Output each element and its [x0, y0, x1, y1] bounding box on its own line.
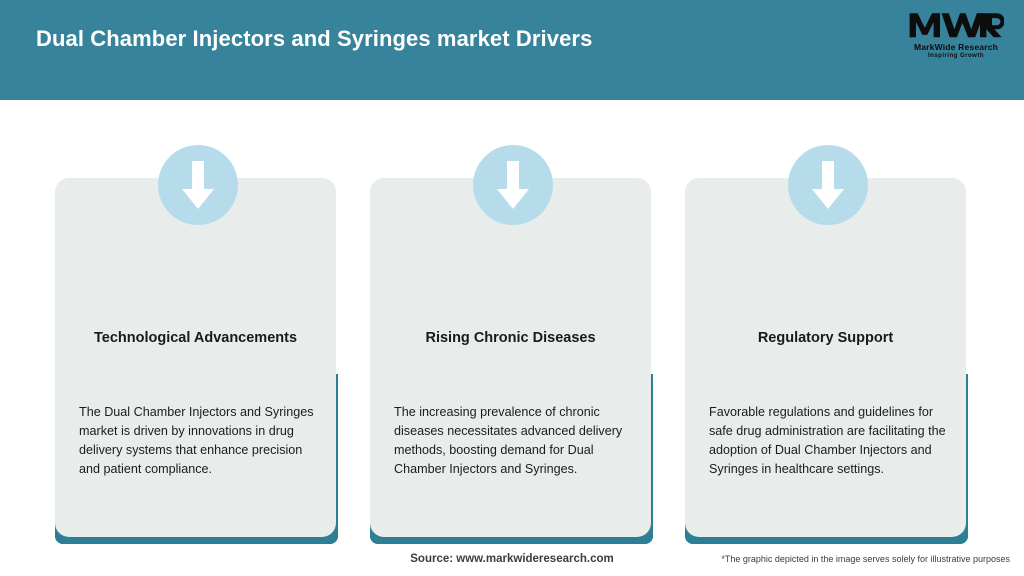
- page-header: Dual Chamber Injectors and Syringes mark…: [0, 0, 1024, 100]
- logo-tagline: Inspiring Growth: [928, 53, 984, 59]
- mwr-logo-icon: [909, 13, 1004, 38]
- source-label: Source: www.markwideresearch.com: [410, 553, 614, 565]
- down-arrow-icon: [787, 145, 868, 225]
- down-arrow-glyph: [496, 161, 529, 209]
- driver-column-3: Regulatory Support Favorable regulations…: [670, 100, 985, 550]
- down-arrow-glyph: [181, 161, 214, 209]
- drivers-stage: Technological Advancements The Dual Cham…: [0, 100, 1024, 576]
- card-title: Rising Chronic Diseases: [425, 330, 596, 346]
- card-title: Regulatory Support: [757, 330, 894, 346]
- disclaimer-note: *The graphic depicted in the image serve…: [721, 554, 1010, 564]
- card-body: Favorable regulations and guidelines for…: [709, 405, 946, 477]
- driver-card[interactable]: Technological Advancements The Dual Cham…: [55, 178, 336, 537]
- down-arrow-icon: [472, 145, 553, 225]
- driver-column-1: Technological Advancements The Dual Cham…: [40, 100, 355, 550]
- card-title: Technological Advancements: [93, 330, 298, 346]
- logo-company-name: MarkWide Research: [913, 42, 999, 52]
- driver-card[interactable]: Regulatory Support Favorable regulations…: [685, 178, 966, 537]
- page-title: Dual Chamber Injectors and Syringes mark…: [36, 26, 593, 51]
- card-body: The Dual Chamber Injectors and Syringes …: [79, 405, 314, 477]
- down-arrow-glyph: [811, 161, 844, 209]
- company-logo: MarkWide Research Inspiring Growth: [904, 8, 1008, 64]
- card-body: The increasing prevalence of chronic dis…: [394, 405, 623, 477]
- down-arrow-icon: [157, 145, 238, 225]
- driver-card[interactable]: Rising Chronic Diseases The increasing p…: [370, 178, 651, 537]
- driver-column-2: Rising Chronic Diseases The increasing p…: [355, 100, 670, 550]
